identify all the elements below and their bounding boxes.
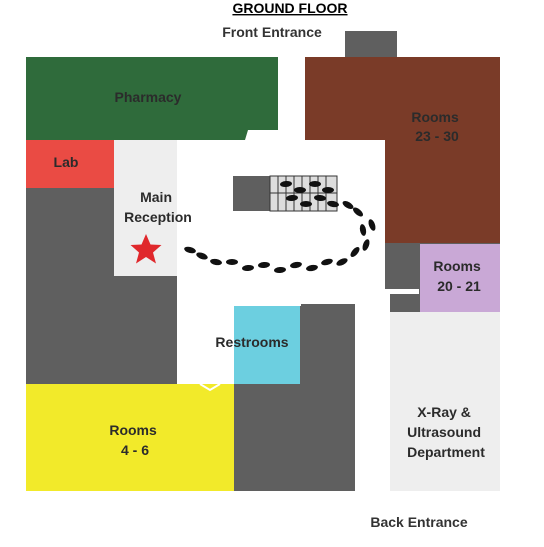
restrooms[interactable]	[234, 306, 300, 384]
pharmacy-label: Pharmacy	[115, 89, 182, 105]
xray-department[interactable]	[390, 312, 500, 491]
corridors	[177, 57, 419, 491]
lab-room[interactable]	[26, 140, 114, 188]
rooms-4-6[interactable]	[26, 384, 234, 491]
main-reception-label: Main Reception	[124, 189, 192, 225]
rooms-20-21-label: Rooms 20 - 21	[433, 258, 484, 294]
floor-title: GROUND FLOOR	[232, 0, 347, 16]
pharmacy-room[interactable]	[26, 57, 278, 140]
rooms-4-6-label: Rooms 4 - 6	[109, 422, 160, 458]
rooms-20-21[interactable]	[420, 244, 500, 312]
rooms-20-21-line2: 20 - 21	[437, 278, 481, 294]
restrooms-label: Restrooms	[215, 334, 288, 350]
rooms-4-6-line2: 4 - 6	[121, 442, 149, 458]
footprints-icon	[184, 180, 376, 274]
rooms-23-30-label: Rooms 23 - 30	[411, 109, 462, 144]
xray-line1: X-Ray &	[417, 404, 471, 420]
xray-line2: Ultrasound	[407, 424, 481, 440]
lab-label: Lab	[54, 154, 79, 170]
rooms-23-30-line2: 23 - 30	[415, 128, 459, 144]
xray-label: X-Ray & Ultrasound Department	[407, 404, 485, 460]
back-entrance-label: Back Entrance	[370, 514, 467, 530]
rooms-23-30-line1: Rooms	[411, 109, 459, 125]
main-reception-line1: Main	[140, 189, 172, 205]
front-entrance-label: Front Entrance	[222, 24, 322, 40]
star-icon	[130, 234, 162, 264]
top-annex	[345, 31, 397, 58]
rooms-4-6-line1: Rooms	[109, 422, 157, 438]
main-reception-line2: Reception	[124, 209, 192, 225]
main-reception[interactable]	[114, 140, 177, 276]
xray-line3: Department	[407, 444, 485, 460]
door-markers	[199, 48, 380, 500]
rooms-20-21-line1: Rooms	[433, 258, 481, 274]
